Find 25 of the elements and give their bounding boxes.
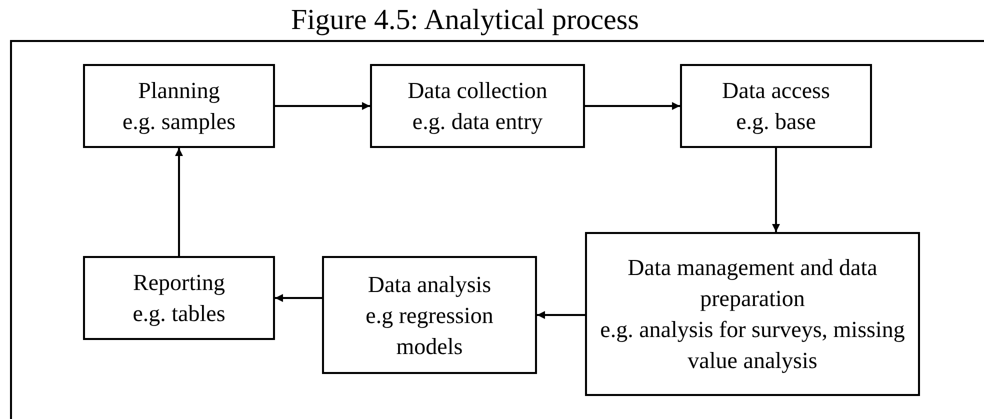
box-text: Data collection (408, 77, 548, 105)
box-text: Data analysis (368, 270, 492, 299)
box-text: Data management and data preparation (626, 254, 878, 313)
arrow (275, 102, 370, 110)
process-box (83, 64, 275, 148)
box-text: e.g. base (736, 108, 816, 136)
process-box (370, 64, 585, 148)
arrow (275, 294, 322, 302)
arrow (772, 148, 780, 232)
box-text: Data access (722, 77, 830, 105)
process-box (83, 256, 275, 340)
arrow (537, 311, 585, 319)
box-text: e.g. samples (122, 108, 236, 136)
box-text: Planning (138, 77, 220, 105)
box-text: e.g. analysis for surveys, missing value analysis (599, 316, 906, 375)
process-box (680, 64, 872, 148)
arrow (585, 102, 680, 110)
box-text: e.g. data entry (412, 108, 543, 136)
figure-title: Figure 4.5: Analytical process (290, 4, 640, 37)
process-box (322, 256, 537, 374)
box-text: e.g regression models (364, 302, 494, 360)
box-text: e.g. tables (132, 300, 226, 328)
process-box (585, 232, 920, 396)
arrow (175, 148, 183, 256)
box-text: Reporting (133, 269, 225, 297)
